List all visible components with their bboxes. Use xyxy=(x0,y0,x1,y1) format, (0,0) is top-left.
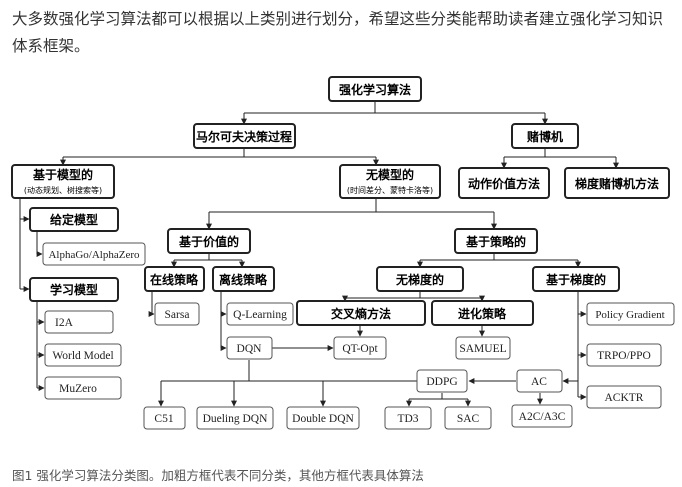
node-mdp: 马尔可夫决策过程 xyxy=(193,123,296,149)
svg-text:Q-Learning: Q-Learning xyxy=(233,309,287,321)
node-c51: C51 xyxy=(143,406,186,430)
category-boxes: 强化学习算法 马尔可夫决策过程 赌博机 基于模型的 (动态规划、树搜索等) 无模… xyxy=(11,76,670,326)
svg-text:基于模型的: 基于模型的 xyxy=(32,167,93,182)
svg-text:QT-Opt: QT-Opt xyxy=(342,343,378,355)
svg-text:(时间差分、蒙特卡洛等): (时间差分、蒙特卡洛等) xyxy=(347,185,433,195)
svg-text:A2C/A3C: A2C/A3C xyxy=(519,411,566,423)
node-on-policy: 在线策略 xyxy=(144,266,205,292)
svg-text:TD3: TD3 xyxy=(397,413,418,425)
node-learn-model: 学习模型 xyxy=(29,277,119,302)
node-world-model: World Model xyxy=(44,343,122,367)
node-off-policy: 离线策略 xyxy=(212,266,275,292)
svg-text:DDPG: DDPG xyxy=(426,376,457,388)
svg-text:World Model: World Model xyxy=(52,350,113,362)
node-qlearning: Q-Learning xyxy=(226,302,294,326)
svg-text:梯度赌博机方法: 梯度赌博机方法 xyxy=(575,176,659,191)
svg-text:(动态规划、树搜索等): (动态规划、树搜索等) xyxy=(24,185,102,195)
svg-text:SAC: SAC xyxy=(457,413,480,425)
svg-text:I2A: I2A xyxy=(55,317,74,329)
svg-text:基于价值的: 基于价值的 xyxy=(178,234,239,249)
svg-text:AC: AC xyxy=(531,376,547,388)
svg-text:Sarsa: Sarsa xyxy=(165,309,190,321)
node-action-value: 动作价值方法 xyxy=(458,167,550,199)
node-a2c-a3c: A2C/A3C xyxy=(511,404,573,428)
svg-text:马尔可夫决策过程: 马尔可夫决策过程 xyxy=(196,129,292,144)
svg-text:SAMUEL: SAMUEL xyxy=(459,343,506,355)
node-model-based: 基于模型的 (动态规划、树搜索等) xyxy=(11,164,115,199)
svg-text:强化学习算法: 强化学习算法 xyxy=(339,82,411,97)
svg-text:无梯度的: 无梯度的 xyxy=(395,272,444,287)
node-muzero: MuZero xyxy=(44,376,122,400)
node-gradient-based: 基于梯度的 xyxy=(532,266,620,292)
svg-text:基于梯度的: 基于梯度的 xyxy=(545,272,606,287)
node-qtopt: QT-Opt xyxy=(333,336,387,360)
node-sac: SAC xyxy=(444,406,492,430)
figure-caption: 图1 强化学习算法分类图。加粗方框代表不同分类，其他方框代表具体算法 xyxy=(12,468,424,483)
node-alphago: AlphaGo/AlphaZero xyxy=(42,242,146,266)
node-policy-gradient: Policy Gradient xyxy=(586,302,675,326)
svg-text:交叉熵方法: 交叉熵方法 xyxy=(331,306,391,321)
node-gradient-bandit: 梯度赌博机方法 xyxy=(564,167,670,199)
connectors xyxy=(19,101,619,407)
node-policy-based: 基于策略的 xyxy=(454,228,538,254)
node-value-based: 基于价值的 xyxy=(167,228,251,254)
node-acktr: ACKTR xyxy=(586,385,662,409)
svg-text:离线策略: 离线策略 xyxy=(219,272,268,287)
node-evolution: 进化策略 xyxy=(431,300,534,326)
svg-text:在线策略: 在线策略 xyxy=(150,272,199,287)
svg-text:Dueling DQN: Dueling DQN xyxy=(203,413,269,425)
node-td3: TD3 xyxy=(384,406,432,430)
svg-text:AlphaGo/AlphaZero: AlphaGo/AlphaZero xyxy=(48,249,140,261)
svg-text:基于策略的: 基于策略的 xyxy=(465,234,526,249)
svg-text:Double DQN: Double DQN xyxy=(292,413,354,425)
node-sarsa: Sarsa xyxy=(154,302,200,326)
node-dqn: DQN xyxy=(226,336,273,360)
svg-text:给定模型: 给定模型 xyxy=(50,212,98,227)
algorithm-boxes: AlphaGo/AlphaZero I2A World Model MuZero… xyxy=(42,242,675,430)
svg-text:MuZero: MuZero xyxy=(59,383,97,395)
node-cross-entropy: 交叉熵方法 xyxy=(296,300,426,326)
svg-text:C51: C51 xyxy=(154,413,173,425)
svg-text:Policy Gradient: Policy Gradient xyxy=(595,309,664,321)
node-ac: AC xyxy=(516,369,563,393)
node-trpo-ppo: TRPO/PPO xyxy=(586,343,662,367)
svg-text:TRPO/PPO: TRPO/PPO xyxy=(597,350,651,362)
node-i2a: I2A xyxy=(44,310,114,334)
node-ddpg: DDPG xyxy=(416,369,468,393)
svg-text:学习模型: 学习模型 xyxy=(50,282,98,297)
svg-text:赌博机: 赌博机 xyxy=(526,129,563,144)
node-double-dqn: Double DQN xyxy=(286,406,360,430)
node-dueling-dqn: Dueling DQN xyxy=(196,406,274,430)
intro-paragraph: 大多数强化学习算法都可以根据以上类别进行划分，希望这些分类能帮助读者建立强化学习… xyxy=(12,10,664,55)
svg-text:动作价值方法: 动作价值方法 xyxy=(468,176,540,191)
node-given-model: 给定模型 xyxy=(29,207,119,232)
svg-text:进化策略: 进化策略 xyxy=(458,306,507,321)
node-model-free: 无模型的 (时间差分、蒙特卡洛等) xyxy=(339,164,441,199)
node-bandit: 赌博机 xyxy=(511,123,579,149)
rl-taxonomy-diagram: 强化学习算法 马尔可夫决策过程 赌博机 基于模型的 (动态规划、树搜索等) 无模… xyxy=(11,76,675,430)
svg-text:ACKTR: ACKTR xyxy=(605,392,644,404)
svg-text:无模型的: 无模型的 xyxy=(365,167,414,182)
node-samuel: SAMUEL xyxy=(455,336,511,360)
node-gradient-free: 无梯度的 xyxy=(376,266,464,292)
svg-text:DQN: DQN xyxy=(237,343,263,355)
node-root: 强化学习算法 xyxy=(328,76,422,102)
